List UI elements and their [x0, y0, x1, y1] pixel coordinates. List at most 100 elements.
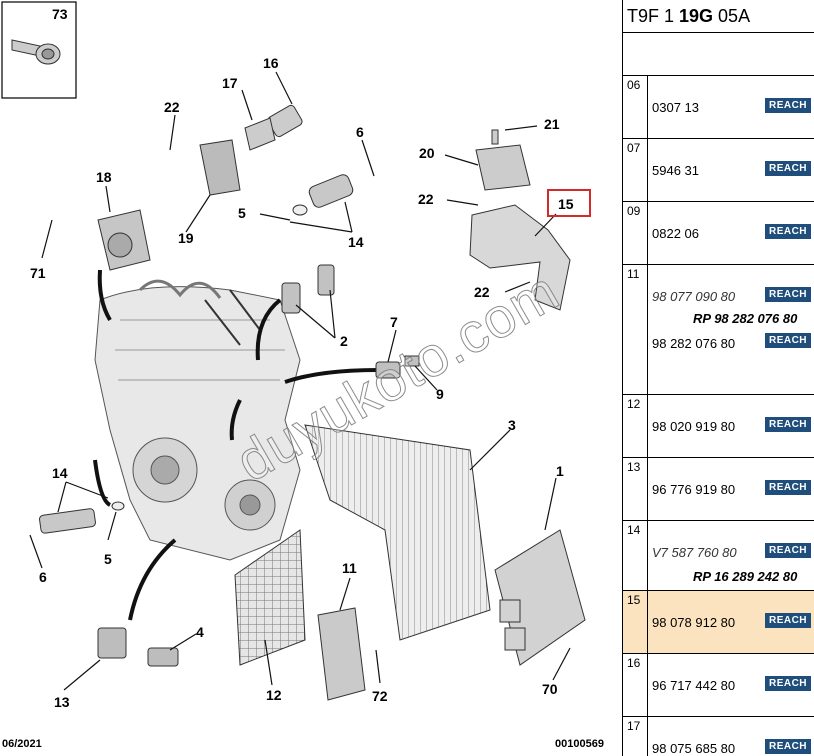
callout-22-b: 22 — [418, 191, 434, 207]
callout-20: 20 — [419, 145, 435, 161]
part-15-bracket-drawing — [469, 204, 571, 311]
reach-badge[interactable]: REACH — [765, 333, 811, 348]
part-14-upper-drawing — [292, 174, 354, 216]
row-number: 16 — [623, 654, 648, 716]
callout-5: 5 — [238, 205, 246, 221]
part-1-ecu-drawing — [494, 529, 586, 666]
part-20-21-drawing — [475, 129, 531, 191]
callout-13: 13 — [54, 694, 70, 710]
row-number: 13 — [623, 458, 648, 520]
callout-6-b: 6 — [39, 569, 47, 585]
parts-diagram: 73 17 16 22 6 18 5 14 19 71 21 20 22 15 … — [1, 1, 604, 750]
harness-cables — [93, 269, 379, 621]
header-bold: 19G — [679, 6, 714, 26]
parts-list-panel: T9F 1 19G 05A 06 0307 13 REACH 07 5946 3… — [622, 0, 814, 756]
callout-4: 4 — [196, 624, 204, 640]
parts-row[interactable]: 13 96 776 919 80 REACH — [623, 458, 814, 521]
part-12-drawing — [234, 529, 306, 666]
part-reference: 98 078 912 80 — [652, 615, 736, 630]
leader-lines — [29, 71, 571, 691]
header-prefix: T9F 1 — [627, 6, 680, 26]
row-number: 07 — [623, 139, 648, 201]
callout-5-b: 5 — [104, 551, 112, 567]
part-16-17-drawing — [199, 104, 303, 196]
row-number: 11 — [623, 265, 648, 394]
row-number: 12 — [623, 395, 648, 457]
parts-row[interactable]: 14 V7 587 760 80 REACH RP 16 289 242 80 — [623, 521, 814, 591]
parts-row[interactable]: 16 96 717 442 80 REACH — [623, 654, 814, 717]
date-stamp: 06/2021 — [2, 738, 42, 750]
reach-badge[interactable]: REACH — [765, 480, 811, 495]
callout-71: 71 — [30, 265, 46, 281]
reach-badge[interactable]: REACH — [765, 98, 811, 113]
reach-badge[interactable]: REACH — [765, 287, 811, 302]
bolt-73-drawing — [11, 39, 61, 65]
part-reference: 5946 31 — [652, 163, 699, 178]
callout-18: 18 — [96, 169, 112, 185]
callout-72: 72 — [372, 688, 388, 704]
parts-row[interactable]: 07 5946 31 REACH — [623, 139, 814, 202]
reach-badge[interactable]: REACH — [765, 676, 811, 691]
callout-3: 3 — [508, 417, 516, 433]
row-number: 06 — [623, 76, 648, 138]
panel-header: T9F 1 19G 05A — [623, 0, 814, 33]
parts-row[interactable]: 09 0822 06 REACH — [623, 202, 814, 265]
part-reference: 98 020 919 80 — [652, 419, 736, 434]
callout-12: 12 — [266, 687, 282, 703]
engine-block — [94, 279, 301, 561]
callout-9: 9 — [436, 386, 444, 402]
part-reference-old: 98 077 090 80 — [652, 289, 736, 304]
part-reference: 98 282 076 80 — [652, 336, 736, 351]
part-reference: 0822 06 — [652, 226, 699, 241]
part-reference-old: V7 587 760 80 — [652, 545, 737, 560]
parts-row[interactable]: 12 98 020 919 80 REACH — [623, 395, 814, 458]
exploded-view: 73 17 16 22 6 18 5 14 19 71 21 20 22 15 … — [1, 1, 591, 710]
callout-6: 6 — [356, 124, 364, 140]
drawing-id: 00100569 — [555, 738, 604, 750]
callout-73: 73 — [52, 6, 68, 22]
callout-17: 17 — [222, 75, 238, 91]
callout-1: 1 — [556, 463, 564, 479]
callout-14: 14 — [348, 234, 364, 250]
reach-badge[interactable]: REACH — [765, 161, 811, 176]
panel-blank-row — [623, 33, 814, 76]
part-3-drawing — [304, 424, 491, 641]
part-reference: 98 075 685 80 — [652, 741, 736, 756]
callout-2: 2 — [340, 333, 348, 349]
callout-15: 15 — [558, 196, 574, 212]
reach-badge[interactable]: REACH — [765, 543, 811, 558]
replacement-reference: RP 16 289 242 80 — [693, 569, 798, 584]
row-number: 17 — [623, 717, 648, 756]
reach-badge[interactable]: REACH — [765, 613, 811, 628]
part-18-drawing — [97, 209, 151, 271]
row-number: 09 — [623, 202, 648, 264]
part-13-4-drawing — [97, 627, 179, 667]
parts-row[interactable]: 11 98 077 090 80 REACH RP 98 282 076 80 … — [623, 265, 814, 395]
callout-70: 70 — [542, 681, 558, 697]
part-2-drawing — [281, 264, 335, 314]
part-reference: 0307 13 — [652, 100, 699, 115]
callout-7: 7 — [390, 314, 398, 330]
part-reference: 96 776 919 80 — [652, 482, 736, 497]
callout-19: 19 — [178, 230, 194, 246]
reach-badge[interactable]: REACH — [765, 739, 811, 754]
part-14-lower-drawing — [39, 501, 125, 534]
callout-14-b: 14 — [52, 465, 68, 481]
part-7-9-drawing — [375, 355, 420, 379]
reach-badge[interactable]: REACH — [765, 417, 811, 432]
callout-22: 22 — [164, 99, 180, 115]
header-suffix: 05A — [713, 6, 751, 26]
callout-11: 11 — [342, 560, 357, 576]
row-number: 15 — [623, 591, 648, 653]
reach-badge[interactable]: REACH — [765, 224, 811, 239]
highlight-frame-15 — [547, 189, 591, 217]
callout-16: 16 — [263, 55, 279, 71]
parts-row-selected[interactable]: 15 98 078 912 80 REACH — [623, 591, 814, 654]
parts-row[interactable]: 17 98 075 685 80 REACH — [623, 717, 814, 756]
parts-row[interactable]: 06 0307 13 REACH — [623, 76, 814, 139]
replacement-reference: RP 98 282 076 80 — [693, 311, 798, 326]
callout-21: 21 — [544, 116, 560, 132]
part-reference: 96 717 442 80 — [652, 678, 736, 693]
part-11-drawing — [317, 607, 366, 701]
callout-22-c: 22 — [474, 284, 490, 300]
